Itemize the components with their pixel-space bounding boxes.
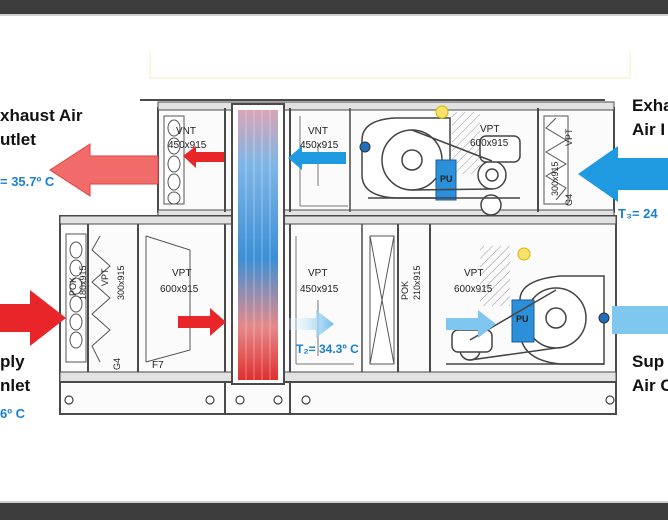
dim-label-5: 180x915 [78, 265, 88, 300]
dim-label-8: 450x915 [300, 284, 339, 295]
heat-exchanger [231, 103, 285, 385]
supply-outlet-label-line2: Air C [632, 376, 668, 395]
bottom-frame-bar [0, 503, 668, 520]
exhaust-outlet-label-line2: utlet [0, 130, 36, 149]
vpt-label-2: VPT [564, 128, 574, 146]
vnt-label-2: VNT [308, 126, 328, 137]
lower-supply-unit [59, 215, 617, 415]
exhaust-inlet-temp: T₃= 24 [618, 206, 658, 221]
vpt-label-5: VPT [308, 268, 327, 279]
lower-fan-arrow [446, 310, 496, 338]
dim-label-4: 300x915 [550, 161, 560, 196]
vnt-label-1: VNT [176, 126, 196, 137]
exhaust-outlet-arrow [49, 143, 159, 197]
filter-f7: F7 [152, 360, 164, 371]
exhaust-inlet-label-line1: Exha [632, 96, 668, 115]
dim-label-9: 210x915 [412, 265, 422, 300]
vpt-label-3: VPT [100, 268, 110, 286]
vpt-label-6: VPT [464, 268, 483, 279]
exhaust-inlet-arrow [578, 146, 668, 202]
exhaust-outlet-temp: = 35.7º C [0, 174, 55, 189]
upper-blue-small-arrow [288, 146, 346, 170]
upper-red-small-arrow [183, 146, 224, 168]
lower-red-small-arrow [178, 308, 226, 336]
dim-label-7: 600x915 [160, 284, 199, 295]
dim-label-3: 600x915 [470, 138, 509, 149]
supply-outlet-label-line1: Sup [632, 352, 665, 371]
supply-outlet-arrow [612, 306, 668, 334]
supply-inlet-label-line1: ply [0, 352, 25, 371]
vpt-label-1: VPT [480, 124, 499, 135]
filter-g4-1: G4 [564, 194, 574, 206]
fan-pu-2: PU [516, 314, 529, 324]
exhaust-inlet-label-line2: Air I [632, 120, 666, 139]
filter-g4-2: G4 [112, 358, 122, 370]
supply-inlet-label-line2: nlet [0, 376, 31, 395]
pok-label-1: POK [68, 277, 78, 296]
dim-label-6: 300x915 [116, 265, 126, 300]
vpt-label-4: VPT [172, 268, 191, 279]
dim-label-1: 450x915 [168, 140, 207, 151]
t2-temp: T₂= 34.3º C [296, 342, 359, 356]
dim-label-10: 600x915 [454, 284, 493, 295]
fan-pu-1: PU [440, 174, 453, 184]
top-frame-bar [0, 0, 668, 14]
supply-inlet-arrow [0, 290, 66, 346]
pok-label-2: POK [400, 281, 410, 300]
dim-label-2: 450x915 [300, 140, 339, 151]
supply-inlet-temp: 6º C [0, 406, 25, 421]
exhaust-outlet-label-line1: xhaust Air [0, 106, 83, 125]
lower-fade-arrow [286, 310, 334, 338]
